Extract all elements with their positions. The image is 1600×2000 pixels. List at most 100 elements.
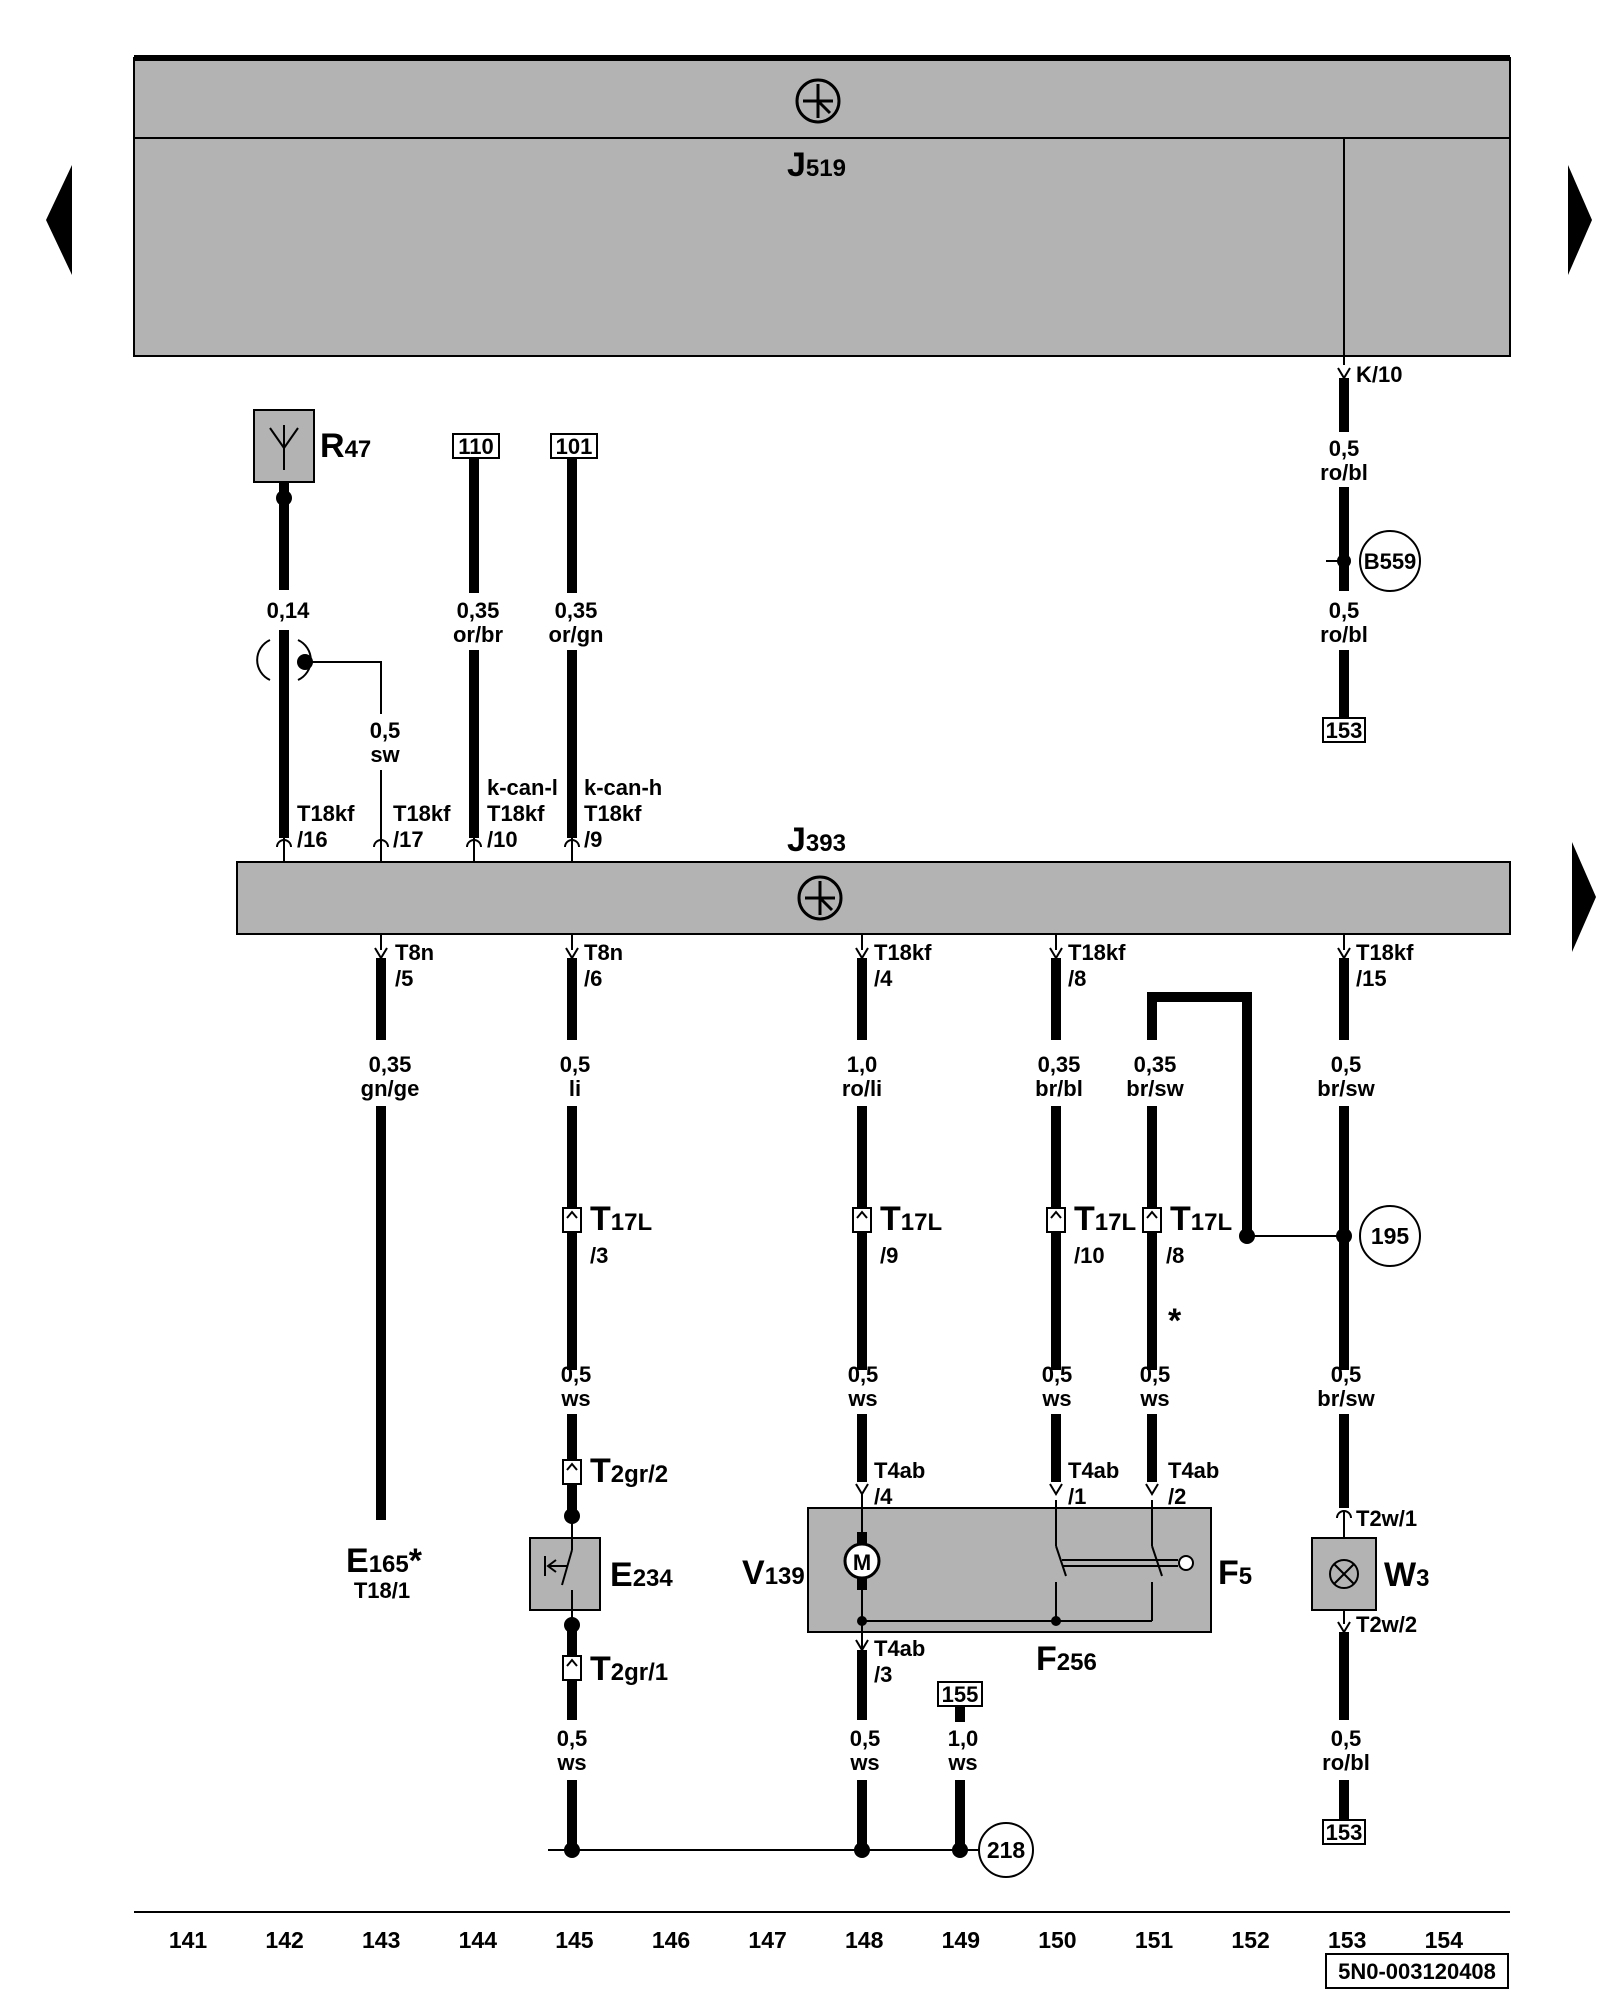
- wire-155: 155 1,0 ws: [937, 1681, 983, 1850]
- svg-text:T4ab: T4ab: [874, 1636, 925, 1661]
- document-id: 5N0-003120408: [1338, 1959, 1496, 1984]
- svg-text:T4ab: T4ab: [1168, 1458, 1219, 1483]
- svg-text:0,5: 0,5: [1331, 1052, 1362, 1077]
- svg-text:/10: /10: [487, 827, 518, 852]
- column-number: 146: [652, 1927, 690, 1953]
- motor-assembly-v139: M V139 F5 F256: [742, 1500, 1252, 1678]
- svg-text:br/sw: br/sw: [1317, 1076, 1375, 1101]
- svg-text:T2gr/1: T2gr/1: [590, 1650, 668, 1688]
- svg-text:T18kf: T18kf: [874, 940, 932, 965]
- ref-box-153: [1322, 717, 1366, 743]
- svg-text:W3: W3: [1384, 1556, 1429, 1594]
- svg-text:/17: /17: [393, 827, 424, 852]
- svg-text:V139: V139: [742, 1554, 805, 1592]
- column-number: 148: [845, 1927, 884, 1953]
- column-number: 141: [169, 1927, 208, 1953]
- ref-box-153: [1322, 1819, 1366, 1845]
- triangle-right-icon[interactable]: [1568, 165, 1592, 275]
- svg-text:T4ab: T4ab: [1068, 1458, 1119, 1483]
- svg-text:0,5: 0,5: [560, 1052, 591, 1077]
- svg-text:/4: /4: [874, 1484, 893, 1509]
- svg-text:T18kf: T18kf: [393, 801, 451, 826]
- wire-w3: T18kf /15 0,5 br/sw 195 0,5 br/sw T2w/1 …: [1311, 934, 1429, 1845]
- svg-text:F256: F256: [1036, 1640, 1097, 1678]
- wire-148-bottom: T4ab /3 0,5 ws: [849, 1636, 925, 1850]
- svg-text:T18kf: T18kf: [487, 801, 545, 826]
- control-unit-icon: [795, 78, 841, 124]
- svg-text:/8: /8: [1166, 1243, 1184, 1268]
- control-unit-icon: [797, 875, 843, 921]
- svg-text:T17L: T17L: [880, 1200, 942, 1238]
- column-number: 144: [459, 1927, 498, 1953]
- svg-text:/10: /10: [1074, 1243, 1105, 1268]
- svg-text:T18/1: T18/1: [354, 1578, 410, 1603]
- svg-text:M: M: [853, 1550, 871, 1575]
- pin-k10: K/10: [1356, 362, 1402, 387]
- svg-text:0,5: 0,5: [848, 1362, 879, 1387]
- svg-text:*: *: [1168, 1302, 1182, 1340]
- svg-text:ws: ws: [849, 1750, 879, 1775]
- svg-text:153: 153: [1326, 718, 1363, 743]
- svg-text:0,5: 0,5: [557, 1726, 588, 1751]
- svg-text:T8n: T8n: [584, 940, 623, 965]
- svg-text:/2: /2: [1168, 1484, 1186, 1509]
- column-number: 143: [362, 1927, 400, 1953]
- svg-text:0,5: 0,5: [1329, 598, 1360, 623]
- wire-101: 101 0,35 or/gn: [549, 433, 604, 838]
- column-number: 150: [1038, 1927, 1076, 1953]
- svg-text:F5: F5: [1218, 1554, 1252, 1592]
- ground-point-b559: [1359, 530, 1421, 592]
- svg-text:ro/li: ro/li: [842, 1076, 882, 1101]
- svg-text:155: 155: [942, 1682, 979, 1707]
- switch-icon: [544, 1520, 573, 1622]
- antenna-r47: R47 0,14 0,5 sw: [253, 409, 401, 838]
- svg-text:/3: /3: [590, 1243, 608, 1268]
- svg-text:T17L: T17L: [1074, 1200, 1136, 1238]
- svg-text:T18kf: T18kf: [1068, 940, 1126, 965]
- svg-text:T8n: T8n: [395, 940, 434, 965]
- svg-text:T18kf: T18kf: [1356, 940, 1414, 965]
- svg-text:/3: /3: [874, 1662, 892, 1687]
- svg-text:k-can-h: k-can-h: [584, 775, 662, 800]
- lamp-icon: [1329, 1559, 1359, 1589]
- ref-box-101: [550, 433, 598, 459]
- svg-text:/9: /9: [880, 1243, 898, 1268]
- svg-text:101: 101: [556, 434, 593, 459]
- j393-top-pins: T18kf /16 T18kf /17 k-can-l T18kf /10 k-…: [276, 775, 662, 862]
- svg-text:R47: R47: [320, 427, 371, 465]
- j519-label: J519: [787, 146, 846, 184]
- svg-text:0,35: 0,35: [457, 598, 500, 623]
- svg-text:0,14: 0,14: [267, 598, 311, 623]
- wire-151: 0,35 br/sw T17L /8 * 0,5 ws T4ab /2: [1126, 992, 1344, 1509]
- svg-text:ws: ws: [560, 1386, 590, 1411]
- column-number: 153: [1328, 1927, 1366, 1953]
- svg-text:0,35: 0,35: [369, 1052, 412, 1077]
- svg-text:153: 153: [1326, 1820, 1363, 1845]
- svg-text:or/gn: or/gn: [549, 622, 604, 647]
- triangle-right-icon[interactable]: [1572, 842, 1596, 952]
- svg-text:0,35: 0,35: [555, 598, 598, 623]
- svg-text:/16: /16: [297, 827, 328, 852]
- svg-text:ws: ws: [947, 1750, 977, 1775]
- svg-text:0,5: 0,5: [1331, 1362, 1362, 1387]
- antenna-icon: [269, 425, 299, 470]
- svg-text:/15: /15: [1356, 966, 1387, 991]
- svg-text:0,5: 0,5: [1140, 1362, 1171, 1387]
- wire-110: 110 0,35 or/br: [452, 433, 503, 838]
- svg-text:0,5: 0,5: [1042, 1362, 1073, 1387]
- svg-text:E234: E234: [610, 1556, 673, 1594]
- svg-text:110: 110: [458, 434, 494, 459]
- svg-text:li: li: [569, 1076, 581, 1101]
- svg-text:k-can-l: k-can-l: [487, 775, 558, 800]
- ground-bus-218: 218: [548, 1822, 1034, 1878]
- svg-text:0,5: 0,5: [561, 1362, 592, 1387]
- svg-text:1,0: 1,0: [847, 1052, 878, 1077]
- svg-text:sw: sw: [370, 742, 400, 767]
- svg-text:/5: /5: [395, 966, 413, 991]
- svg-text:/9: /9: [584, 827, 602, 852]
- triangle-left-icon[interactable]: [46, 165, 72, 275]
- switch-e234: [529, 1537, 601, 1611]
- svg-text:ws: ws: [556, 1750, 586, 1775]
- svg-text:br/sw: br/sw: [1126, 1076, 1184, 1101]
